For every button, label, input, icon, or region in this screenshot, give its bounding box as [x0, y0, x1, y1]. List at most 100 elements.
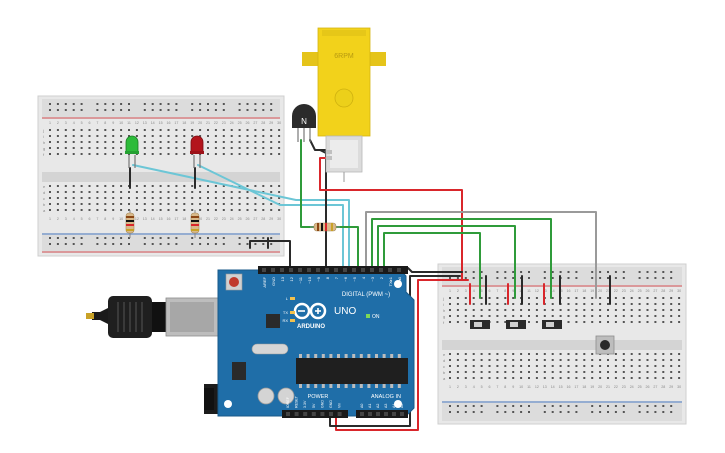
hole	[528, 297, 530, 299]
rail-hole	[464, 277, 467, 279]
slide-switch-3[interactable]	[542, 320, 562, 329]
hole	[662, 297, 665, 299]
hole	[214, 141, 217, 143]
hole	[583, 359, 586, 361]
hole	[622, 371, 625, 373]
rail-hole	[496, 411, 499, 413]
led-red[interactable]	[190, 135, 204, 168]
hole	[159, 135, 162, 137]
digital-pin-socket[interactable]	[307, 268, 311, 272]
rail-hole	[662, 405, 665, 407]
digital-pin-socket[interactable]	[361, 268, 365, 272]
transistor[interactable]: N	[292, 104, 316, 142]
power-pin-socket[interactable]	[311, 412, 316, 416]
slide-switch-1[interactable]	[470, 320, 490, 329]
power-pin-socket[interactable]	[329, 412, 333, 416]
hole	[120, 147, 123, 149]
rail-hole	[528, 271, 530, 273]
column-number: 21	[606, 385, 610, 389]
hole	[472, 303, 475, 305]
hole	[575, 321, 578, 323]
rail-hole	[262, 109, 265, 111]
analog-pin-socket[interactable]	[360, 412, 364, 416]
hole	[135, 129, 138, 131]
hole	[72, 153, 75, 155]
analog-pin-socket[interactable]	[392, 412, 396, 416]
power-pin-socket[interactable]	[303, 412, 308, 416]
rail-hole	[167, 109, 170, 111]
power-pin-socket[interactable]	[337, 412, 342, 416]
rail-hole	[151, 237, 154, 239]
digital-pin-sockets[interactable]	[262, 268, 401, 272]
hole	[662, 321, 665, 323]
usb-cable[interactable]	[86, 296, 219, 338]
digital-pin-socket[interactable]	[397, 268, 401, 272]
rail-hole	[120, 103, 123, 105]
analog-pin-sockets[interactable]	[360, 412, 404, 416]
column-number: 1	[449, 385, 451, 389]
power-pin-socket[interactable]	[286, 412, 290, 416]
hole	[583, 371, 586, 373]
led-green[interactable]	[125, 135, 139, 168]
power-pin-socket[interactable]	[294, 412, 299, 416]
digital-pin-socket[interactable]	[334, 268, 338, 272]
chip-leg	[375, 354, 378, 358]
resistor-left-2[interactable]	[190, 210, 200, 238]
chip-leg	[344, 384, 348, 388]
hole	[591, 297, 594, 299]
digital-pin-socket[interactable]	[280, 268, 284, 272]
slide-switch-2[interactable]	[506, 320, 526, 329]
digital-pin-socket[interactable]	[352, 268, 356, 272]
digital-pin-socket[interactable]	[343, 268, 347, 272]
hole	[72, 209, 75, 211]
chip-leg	[329, 384, 333, 388]
hole	[622, 321, 625, 323]
breadboard-right[interactable]: jihgfedcba112233445566778899101011111212…	[437, 263, 687, 425]
digital-pin-socket[interactable]	[262, 268, 266, 272]
resistor-transistor-base[interactable]	[310, 222, 340, 232]
column-number: 15	[559, 385, 563, 389]
hole	[622, 365, 625, 367]
digital-pin-socket[interactable]	[370, 268, 374, 272]
digital-pin-socket[interactable]	[379, 268, 383, 272]
digital-pin-socket[interactable]	[316, 268, 320, 272]
rail-hole	[449, 411, 451, 413]
hole	[551, 353, 554, 355]
chip-leg	[344, 354, 348, 358]
resistor-left-1[interactable]	[125, 210, 135, 238]
hole	[72, 141, 75, 143]
analog-pin-socket[interactable]	[400, 412, 404, 416]
row-letter: c	[443, 364, 445, 369]
hole	[638, 365, 641, 367]
digital-pin-socket[interactable]	[325, 268, 329, 272]
digital-pin-socket[interactable]	[388, 268, 392, 272]
column-number: 27	[653, 289, 657, 293]
rail-hole	[638, 405, 641, 407]
analog-pin-socket[interactable]	[384, 412, 388, 416]
hole	[551, 359, 554, 361]
hole	[535, 359, 538, 361]
gear-motor[interactable]: 6RPM	[302, 27, 386, 182]
hole	[88, 153, 91, 155]
hole	[670, 297, 673, 299]
hole	[614, 297, 617, 299]
hole	[535, 315, 538, 317]
analog-pin-socket[interactable]	[376, 412, 380, 416]
column-number: 24	[230, 121, 234, 125]
digital-pin-socket[interactable]	[289, 268, 293, 272]
hole	[278, 129, 281, 131]
power-pin-socket[interactable]	[320, 412, 325, 416]
rail-hole	[480, 271, 483, 273]
digital-pin-socket[interactable]	[271, 268, 275, 272]
analog-pin-socket[interactable]	[368, 412, 372, 416]
hole	[120, 129, 123, 131]
hole	[262, 135, 265, 137]
power-pin-sockets[interactable]	[286, 412, 342, 416]
pushbutton[interactable]	[595, 335, 615, 355]
column-number: 5	[481, 385, 483, 389]
digital-pin-socket[interactable]	[298, 268, 302, 272]
breadboard-left[interactable]: jihgfedcba112233445566778899101011111212…	[37, 95, 285, 257]
hole	[214, 203, 217, 205]
